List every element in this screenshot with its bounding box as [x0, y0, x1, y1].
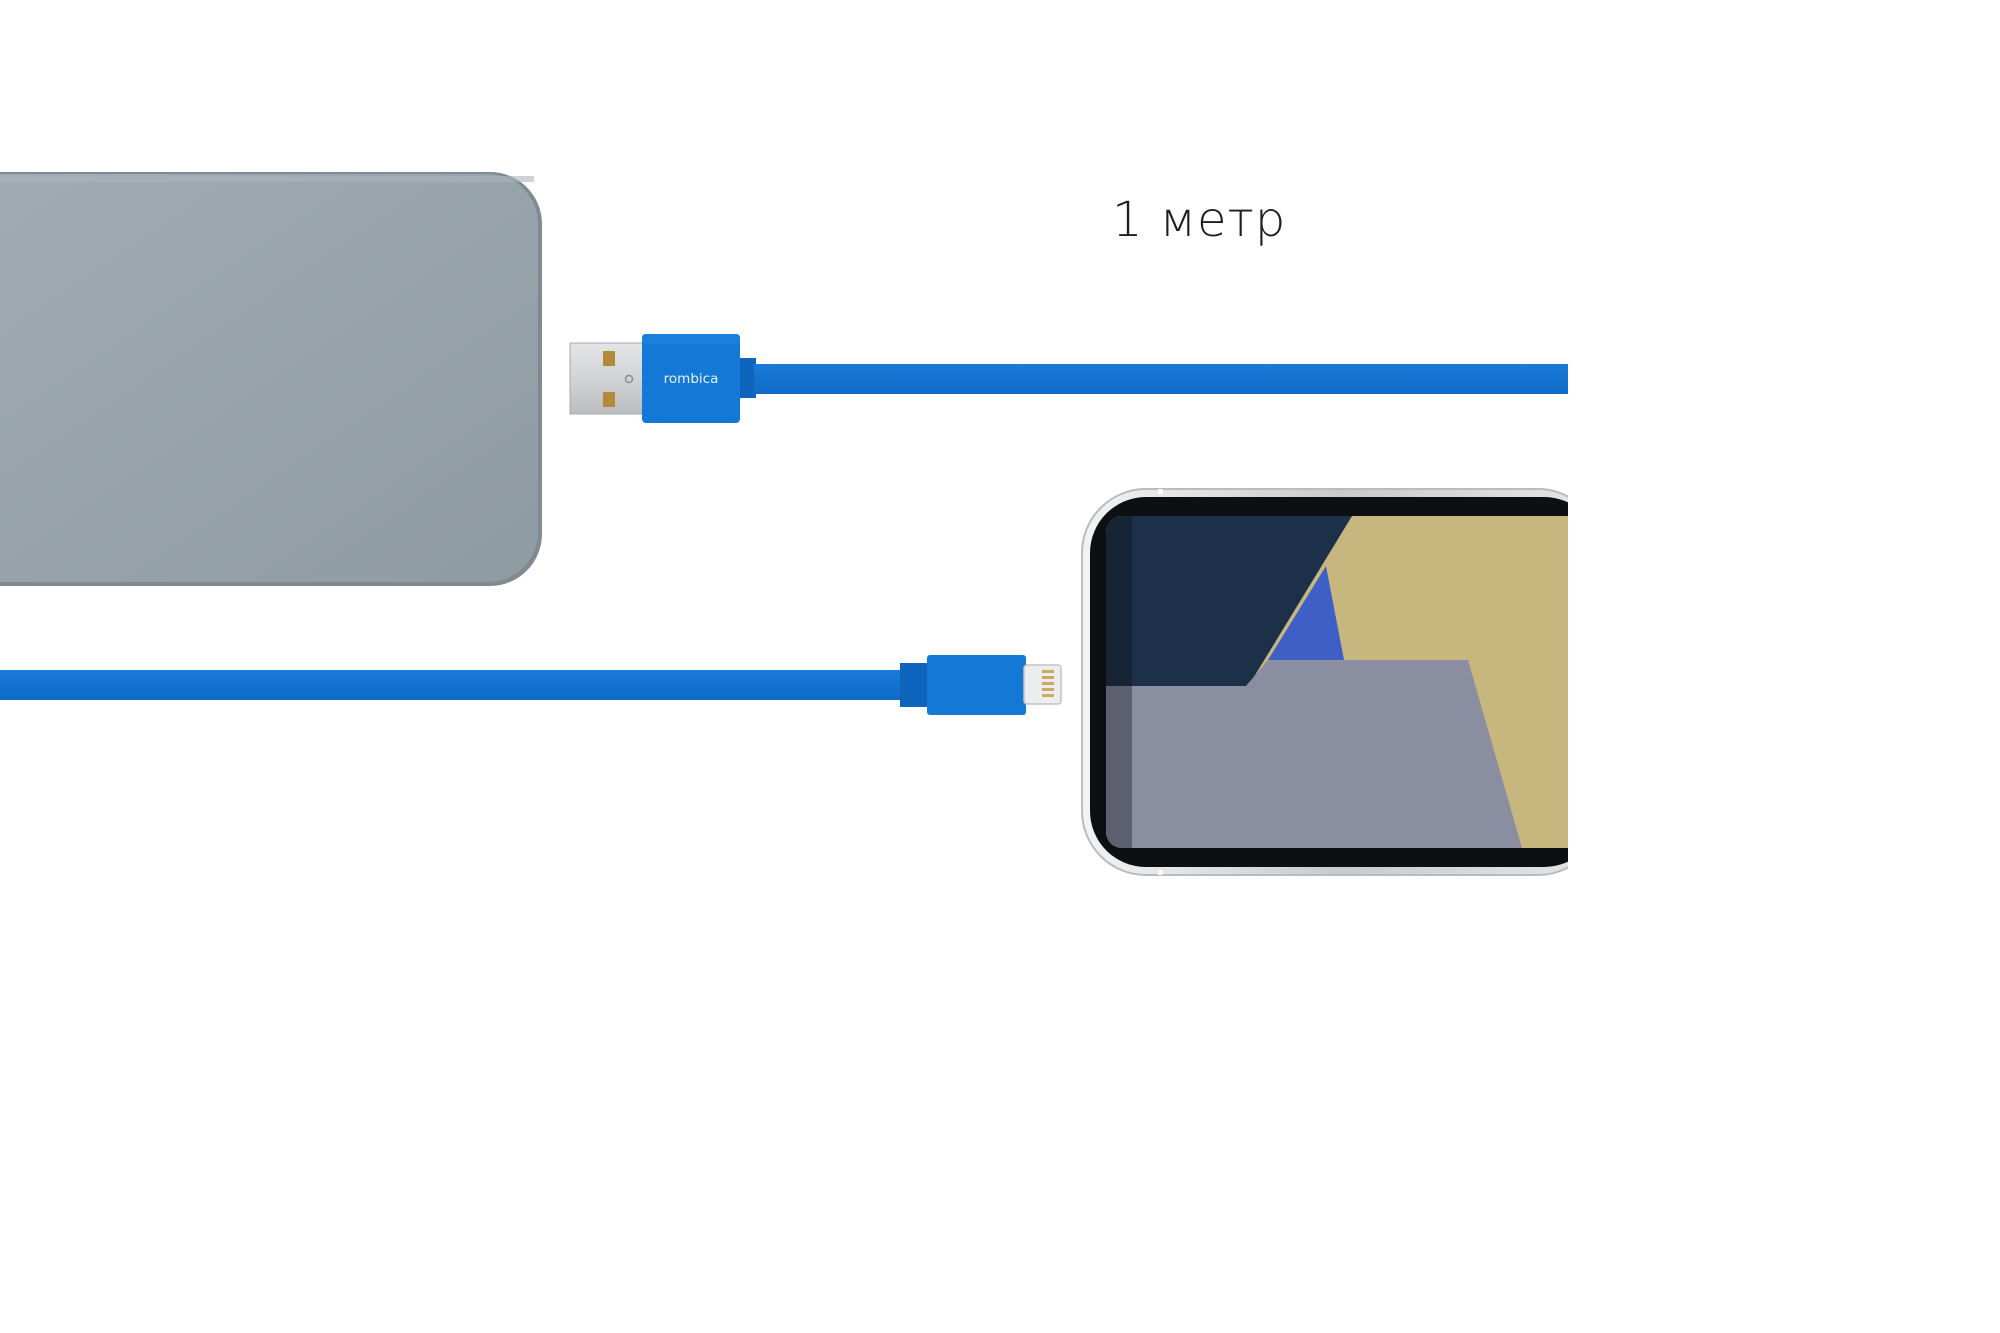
power-bank: [0, 172, 542, 586]
cable-upper: [736, 358, 1568, 398]
brand-logo: rombica: [664, 371, 719, 387]
cable-lower: [0, 663, 932, 707]
smartphone: [1081, 488, 1568, 876]
usb-a-plug: rombica: [569, 334, 740, 423]
product-scene: rombica: [0, 172, 1568, 876]
phone-screen: [1106, 516, 1568, 848]
cable-illustration: rombica: [0, 172, 1568, 876]
usb-contact: [603, 392, 615, 407]
usb-logo-icon: [624, 374, 634, 384]
cable-length-label: 1 метр: [1112, 192, 1287, 248]
lightning-contacts: [1042, 670, 1054, 697]
lightning-plug: [927, 655, 1062, 715]
usb-contact: [603, 351, 615, 366]
